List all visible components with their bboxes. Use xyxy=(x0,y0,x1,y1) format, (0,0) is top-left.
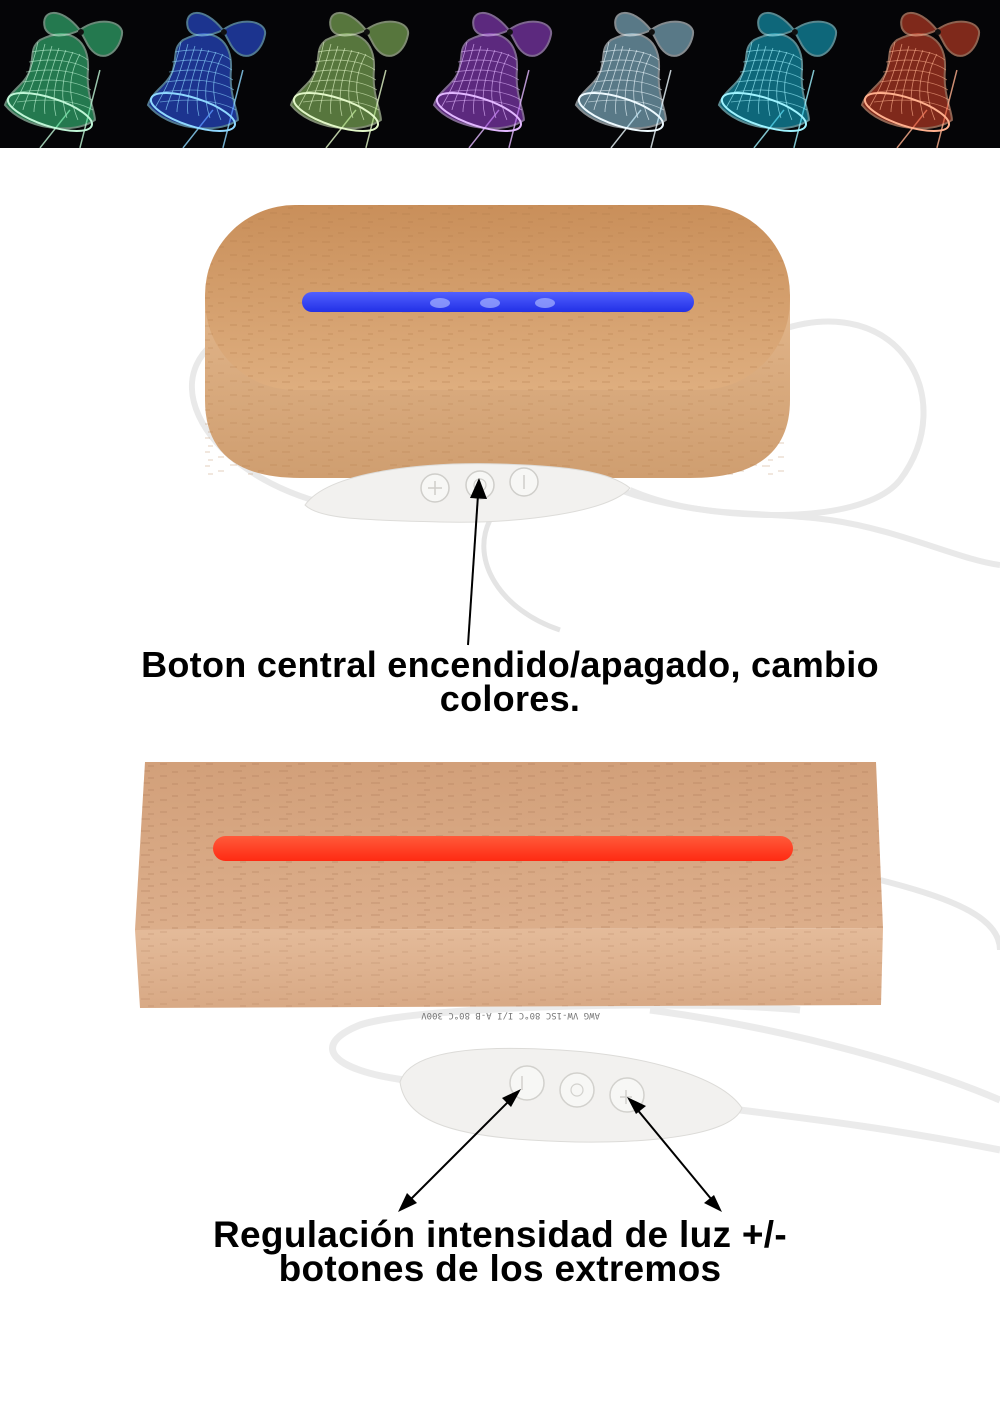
bell-lamp-icon xyxy=(3,12,123,148)
red-light-slot xyxy=(213,836,793,861)
caption-bottom-line1: Regulación intensidad de luz +/- xyxy=(213,1214,787,1255)
color-variants-banner xyxy=(0,0,1000,148)
caption-power-button: Boton central encendido/apagado, cambio … xyxy=(40,644,980,719)
caption-bottom-line2: botones de los extremos xyxy=(278,1248,722,1289)
bell-panel-blue xyxy=(143,0,286,148)
arrow-to-plus-button xyxy=(627,1097,722,1212)
bell-panel-green xyxy=(0,0,143,148)
caption-brightness-buttons: Regulación intensidad de luz +/- botones… xyxy=(60,1214,940,1289)
bell-lamp-icon xyxy=(861,12,981,148)
minus-button[interactable] xyxy=(509,467,539,497)
bell-lamp-icon xyxy=(432,12,552,148)
power-cable xyxy=(879,877,1000,951)
bell-panel-white xyxy=(571,0,714,148)
bell-lamp-icon xyxy=(146,12,266,148)
bell-panel-purple xyxy=(429,0,572,148)
bell-lamp-icon xyxy=(575,12,695,148)
caption-top-line2: colores. xyxy=(439,678,581,719)
bell-lamp-icon xyxy=(289,12,409,148)
arrow-to-minus-button xyxy=(398,1089,521,1212)
power-button[interactable] xyxy=(559,1072,595,1108)
bell-panel-red xyxy=(857,0,1000,148)
bell-lamp-icon xyxy=(718,12,838,148)
rectangular-base-photo: AWG VW-1SC 80°C I/I A-B 80°C 300V xyxy=(135,762,1000,1212)
caption-top-line1: Boton central encendido/apagado, cambio xyxy=(141,644,879,685)
arrow-to-power-button xyxy=(467,478,487,646)
bell-panel-cyan xyxy=(714,0,857,148)
inline-controller xyxy=(304,463,631,523)
cable-print-text: AWG VW-1SC 80°C I/I A-B 80°C 300V xyxy=(421,1010,600,1020)
bell-panel-lime xyxy=(286,0,429,148)
oval-base-photo xyxy=(188,205,1000,646)
plus-button[interactable] xyxy=(420,473,450,503)
